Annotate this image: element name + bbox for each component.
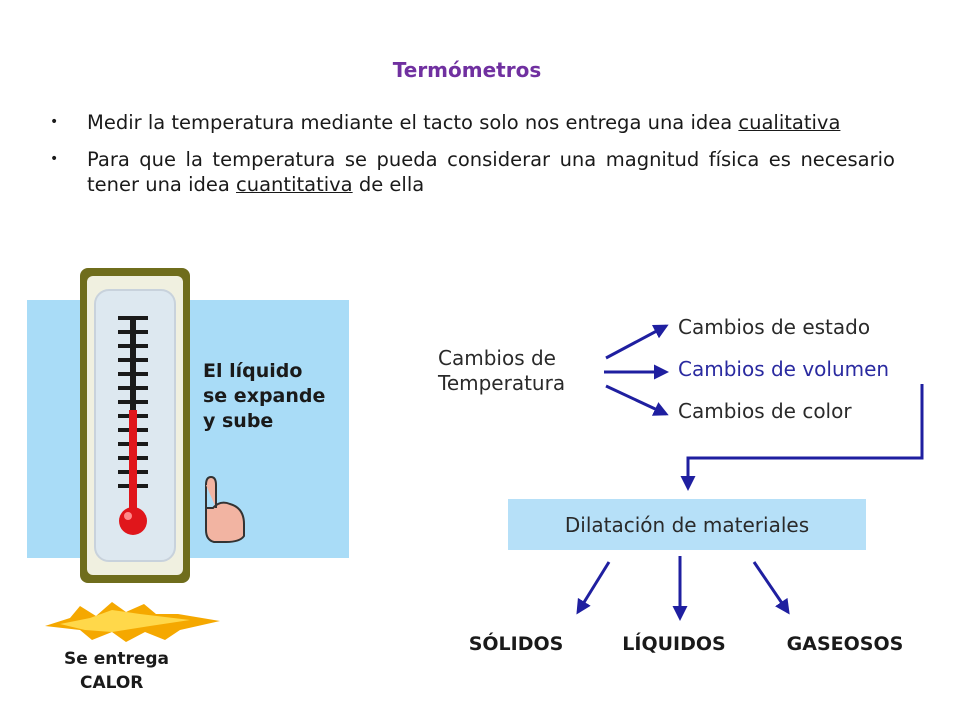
arrow-to-color-change — [605, 384, 669, 416]
diagram-source-line: Temperatura — [437, 371, 565, 395]
mercury-column — [129, 410, 137, 510]
outcome-color: Cambios de color — [678, 399, 852, 423]
bullet-text: Para que la temperatura se pueda conside… — [87, 148, 895, 196]
bullet-underlined: cualitativa — [738, 111, 841, 134]
thermometer-label-line: se expande — [203, 385, 325, 407]
arrow-to-solids — [576, 561, 611, 615]
bullet-dot: • — [50, 114, 59, 130]
outcome-state: Cambios de estado — [678, 315, 870, 339]
state-solids: SÓLIDOS — [469, 631, 564, 655]
temperature-diagram: Cambios de Temperatura Cambios de estado… — [437, 315, 924, 655]
state-liquids: LÍQUIDOS — [622, 632, 725, 655]
pointing-hand-icon — [205, 475, 245, 543]
heat-label-line: CALOR — [80, 673, 143, 693]
arrow-to-dilation — [680, 384, 924, 491]
heat-label-line: Se entrega — [64, 649, 169, 669]
result-box — [508, 499, 866, 550]
bullet-text: Medir la temperatura mediante el tacto s… — [87, 111, 739, 134]
result-label: Dilatación de materiales — [565, 513, 809, 537]
thermometer-illustration: El líquido se expande y sube Se entrega … — [27, 268, 349, 693]
heat-flame-icon — [45, 602, 220, 642]
bullet-text-after: de ella — [352, 173, 425, 196]
page-title: Termómetros — [392, 58, 542, 82]
bullet-item: • Para que la temperatura se pueda consid… — [50, 147, 895, 197]
thermometer-label-line: y sube — [203, 410, 273, 432]
arrow-to-state-change — [605, 324, 669, 360]
bullet-dot: • — [50, 151, 59, 167]
bullet-item: • Medir la temperatura mediante el tacto … — [50, 110, 895, 135]
thermometer-label-line: El líquido — [203, 360, 302, 382]
arrow-to-gases — [752, 561, 790, 615]
diagram-source-line: Cambios de — [438, 346, 556, 370]
mercury-bulb — [119, 507, 147, 535]
outcome-volume: Cambios de volumen — [678, 357, 889, 381]
bullet-underlined: cuantitativa — [236, 173, 353, 196]
bullet-list: • Medir la temperatura mediante el tacto … — [50, 110, 895, 209]
state-gases: GASEOSOS — [787, 633, 904, 655]
